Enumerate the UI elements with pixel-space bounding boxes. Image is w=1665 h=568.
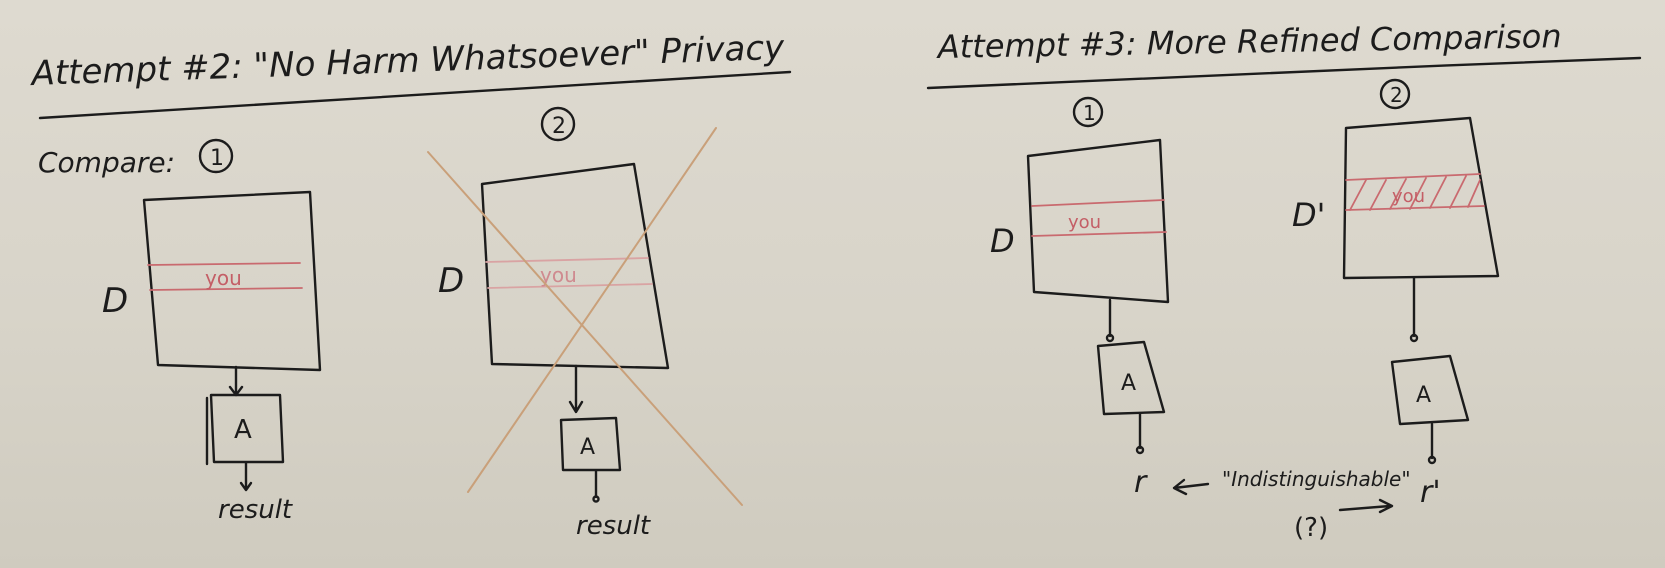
attempt2-section: Attempt #2: "No Harm Whatsoever" Privacy… [29, 28, 792, 541]
attempt3-title: Attempt #3: More Refined Comparison [935, 17, 1561, 66]
output-dot [592, 495, 600, 503]
case-number: 2 [1390, 83, 1403, 107]
algorithm-label: A [1416, 383, 1431, 408]
database-box [1342, 116, 1500, 280]
flow-arrow [568, 364, 584, 414]
indistinguishable-relation: "Indistinguishable" (?) [1172, 467, 1411, 543]
database-label: D [438, 261, 464, 301]
you-row-bottom [149, 287, 303, 291]
database-label: D [990, 222, 1015, 260]
question-label: (?) [1294, 513, 1328, 543]
attempt3-case2: 2 D' you A r' [1292, 78, 1500, 510]
relation-label: "Indistinguishable" [1222, 467, 1411, 491]
you-row-bottom [487, 283, 653, 289]
attempt3-case1: 1 D you A r [990, 96, 1170, 500]
case-number-circle [198, 138, 234, 174]
case-number: 2 [552, 114, 566, 139]
output-label: r' [1420, 475, 1441, 510]
algorithm-box [1390, 354, 1470, 426]
you-label: you [205, 266, 242, 290]
algorithm-box [1096, 340, 1166, 416]
you-label: you [1392, 186, 1425, 207]
database-label: D' [1292, 196, 1325, 234]
output-label: result [218, 495, 293, 525]
flow-arrow [228, 365, 244, 397]
cross-out-stroke-2 [467, 127, 717, 493]
attempt2-title-underline [38, 70, 792, 120]
attempt2-case2: 2 D you A result [427, 106, 743, 541]
attempt3-section: Attempt #3: More Refined Comparison 1 D … [926, 17, 1642, 543]
algorithm-label: A [1121, 371, 1136, 396]
attempt2-title: Attempt #2: "No Harm Whatsoever" Privacy [29, 28, 786, 94]
you-row-top [147, 262, 301, 266]
you-row-bottom [1031, 231, 1167, 237]
output-label: result [576, 511, 651, 541]
flow-dot [1105, 333, 1115, 343]
output-dot [1135, 445, 1145, 455]
flow-dot [1409, 333, 1419, 343]
database-box [1026, 138, 1170, 304]
output-label: r [1134, 465, 1148, 500]
algorithm-box [205, 393, 285, 466]
case-number-circle [1379, 78, 1411, 110]
you-label: you [540, 263, 577, 287]
case-number-circle [540, 106, 576, 142]
you-row-top [485, 257, 649, 263]
case-number: 1 [1083, 101, 1096, 125]
you-row-top [1031, 199, 1165, 207]
right-arrow [1338, 498, 1394, 514]
you-row-top [1345, 173, 1481, 181]
you-row-bottom [1345, 205, 1485, 211]
compare-label: Compare: [38, 146, 175, 179]
output-arrow [239, 461, 253, 492]
algorithm-label: A [580, 435, 595, 460]
you-row-hatching [1349, 175, 1481, 211]
attempt3-title-underline [926, 56, 1642, 90]
database-box [480, 162, 670, 370]
database-label: D [102, 281, 128, 321]
database-box [142, 190, 322, 372]
attempt2-case1: 1 D you A result [102, 138, 322, 525]
output-dot [1427, 455, 1437, 465]
left-arrow [1172, 478, 1210, 496]
case-number-circle [1072, 96, 1104, 128]
algorithm-label: A [234, 415, 252, 445]
algorithm-box [559, 416, 622, 472]
you-label: you [1068, 212, 1101, 233]
case-number: 1 [210, 146, 224, 171]
cross-out-stroke-1 [427, 151, 743, 506]
